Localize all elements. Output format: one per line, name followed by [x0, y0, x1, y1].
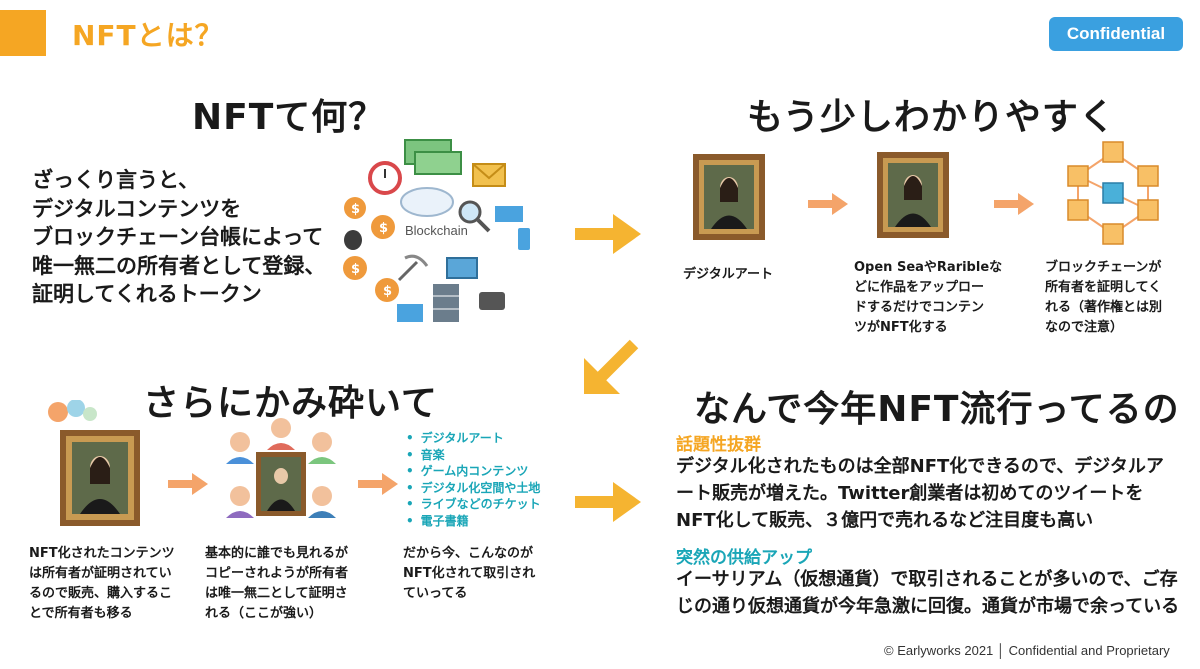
body-line: イーサリアム（仮想通貨）で取引されることが多いので、ご存 [676, 569, 1178, 590]
section-heading-more-easily: もう少しわかりやすく [747, 97, 1116, 138]
caption-upload-nft: Open SeaやRaribleな どに作品をアップロー ドするだけでコンテン … [854, 258, 1002, 338]
arrow-right-icon [575, 214, 641, 254]
arrow-down-left-icon [580, 338, 640, 396]
section-heading-what-is-nft: NFTて何？ [192, 97, 386, 138]
hot-topic-text: デジタル化されたものは全部NFT化できるので、デジタルア ート販売が増えた。Tw… [676, 453, 1164, 534]
caption-line: ドするだけでコンテン [854, 300, 985, 315]
framed-art-balloons-icon [42, 400, 152, 532]
caption-copy-but-unique: 基本的に誰でも見れるが コピーされようが所有者 は唯一無二として証明さ れる（こ… [205, 544, 348, 624]
confidential-badge: Confidential [1049, 17, 1183, 51]
caption-traded-now: だから今、こんなのが NFT化されて取引され ていってる [403, 544, 535, 604]
subheading-hot-topic: 話題性抜群 [676, 435, 761, 455]
caption-line: 基本的に誰でも見れるが [205, 546, 349, 561]
step-arrow-icon [808, 193, 848, 215]
svg-text:$: $ [383, 284, 392, 299]
body-line: ート販売が増えた。Twitter創業者は初めてのツイートを [676, 483, 1144, 504]
footer-copyright: © Earlyworks 2021 │ Confidential and Pro… [884, 643, 1170, 658]
definition-line: 唯一無二の所有者として登録、 [32, 253, 326, 278]
caption-line: ツがNFT化する [854, 320, 948, 335]
section-heading-why-trending: なんで今年NFT流行ってるの [694, 389, 1180, 430]
caption-digital-art: デジタルアート [683, 267, 773, 282]
caption-line: だから今、こんなのが [403, 546, 534, 561]
caption-line: どに作品をアップロー [854, 280, 985, 295]
caption-line: ていってる [403, 586, 468, 601]
caption-line: NFT化されたコンテンツ [29, 546, 175, 561]
nft-definition-text: ざっくり言うと、 デジタルコンテンツを ブロックチェーン台帳によって 唯一無二の… [32, 166, 325, 309]
svg-text:$: $ [351, 262, 360, 277]
subheading-supply-up: 突然の供給アップ [676, 548, 812, 568]
definition-line: 証明してくれるトークン [32, 282, 262, 306]
caption-line: とで所有者も移る [29, 606, 133, 621]
arrow-right-icon [575, 482, 641, 522]
caption-line: Open SeaやRaribleな [854, 260, 1003, 275]
section-heading-simplified: さらにかみ砕いて [143, 383, 438, 424]
list-item: デジタルアート [406, 430, 541, 447]
blockchain-illustration: $ $ $ $ Blockchain [335, 134, 535, 334]
framed-art-icon [877, 152, 949, 238]
page-title: NFTとは？ [72, 19, 224, 52]
framed-art-icon [693, 154, 765, 240]
definition-line: ざっくり言うと、 [32, 168, 200, 192]
list-item: ライブなどのチケット [406, 496, 541, 513]
caption-blockchain-proof: ブロックチェーンが 所有者を証明してく れる（著作権とは別 なので注意） [1045, 258, 1162, 338]
caption-ownership-transfer: NFT化されたコンテンツ は所有者が証明されてい るので販売、購入するこ とで所… [29, 544, 175, 624]
blockchain-label: Blockchain [405, 223, 468, 238]
caption-line: れる（ここが強い） [205, 606, 323, 621]
svg-text:$: $ [379, 221, 388, 236]
supply-up-text: イーサリアム（仮想通貨）で取引されることが多いので、ご存 じの通り仮想通貨が今年… [676, 566, 1179, 620]
step-arrow-icon [358, 473, 398, 495]
body-line: デジタル化されたものは全部NFT化できるので、デジタルア [676, 456, 1164, 477]
caption-line: るので販売、購入するこ [29, 586, 173, 601]
blockchain-cubes-icon [1058, 138, 1168, 248]
caption-line: なので注意） [1045, 320, 1124, 335]
body-line: じの通り仮想通貨が今年急激に回復。通貨が市場で余っている [676, 596, 1180, 617]
caption-line: は所有者が証明されてい [29, 566, 172, 581]
step-arrow-icon [994, 193, 1034, 215]
caption-line: は唯一無二として証明さ [205, 586, 348, 601]
definition-line: ブロックチェーン台帳によって [32, 225, 324, 249]
definition-line: デジタルコンテンツを [32, 196, 242, 221]
svg-text:$: $ [351, 202, 360, 217]
step-arrow-icon [168, 473, 208, 495]
caption-line: 所有者を証明してく [1045, 280, 1162, 295]
caption-line: れる（著作権とは別 [1045, 300, 1163, 315]
caption-line: ブロックチェーンが [1045, 260, 1162, 275]
list-item: ゲーム内コンテンツ [406, 463, 541, 480]
nft-examples-list: デジタルアート 音楽 ゲーム内コンテンツ デジタル化空間や土地 ライブなどのチケ… [406, 430, 541, 530]
caption-line: コピーされようが所有者 [205, 566, 349, 581]
list-item: 電子書籍 [406, 513, 541, 530]
list-item: 音楽 [406, 447, 541, 464]
list-item: デジタル化空間や土地 [406, 480, 541, 497]
caption-line: NFT化されて取引され [403, 566, 536, 581]
body-line: NFT化して販売、３億円で売れるなど注目度も高い [676, 510, 1094, 531]
header-accent-block [0, 10, 46, 56]
people-around-art-icon [222, 416, 340, 542]
